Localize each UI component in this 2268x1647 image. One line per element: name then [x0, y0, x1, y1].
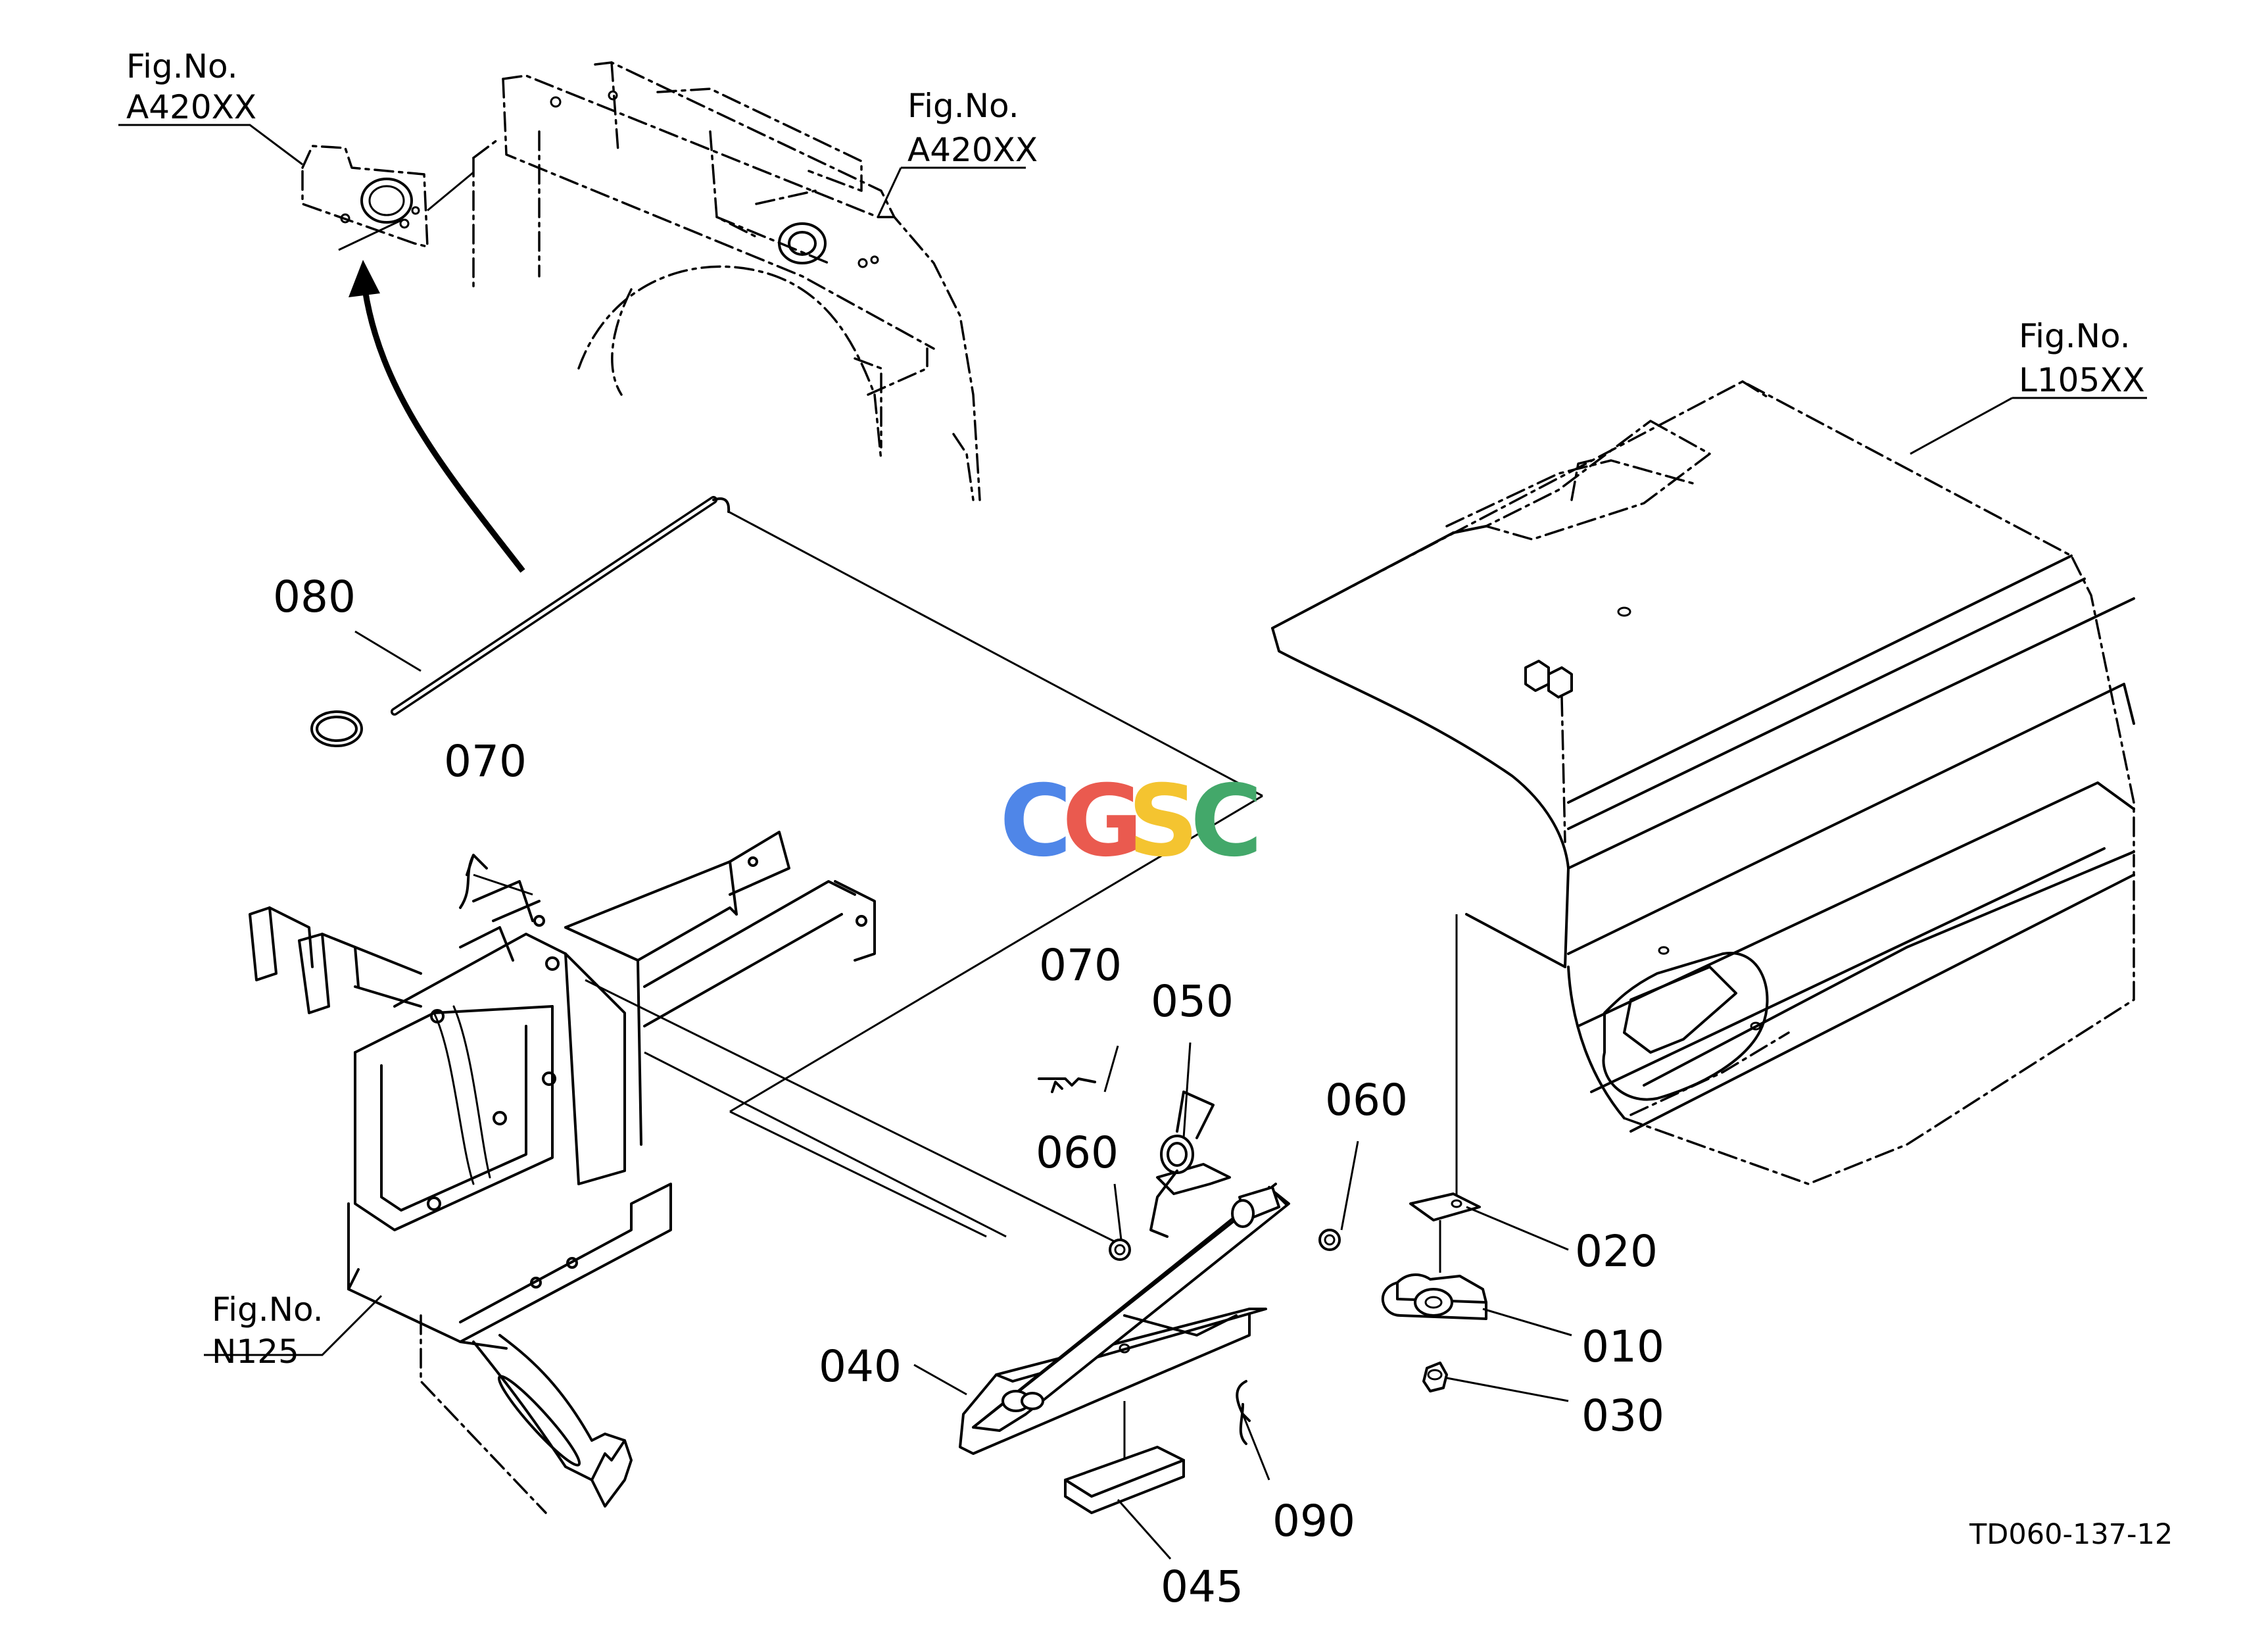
part-label-045: 045: [1161, 1561, 1243, 1612]
watermark-letter-g: G: [1062, 764, 1143, 879]
fig-ref-caption-n125: Fig.No.: [212, 1291, 324, 1329]
assembly-arrow: [349, 260, 525, 573]
part-label-040: 040: [819, 1341, 902, 1392]
pedal-bracket-drawing: [249, 795, 1263, 1514]
fig-ref-caption-a420-top: Fig.No.: [907, 87, 1019, 125]
watermark-letter-c2: C: [1190, 764, 1263, 879]
watermark: C G S C: [1000, 764, 1263, 879]
fig-ref-code-a420-top: A420XX: [907, 131, 1038, 169]
part-label-070-bracket: 070: [444, 736, 527, 787]
fig-ref-code-a420-left: A420XX: [126, 88, 256, 126]
part-label-080: 080: [273, 572, 356, 622]
part-label-020: 020: [1575, 1226, 1658, 1277]
pedal-parts-drawing: [959, 1077, 1487, 1514]
watermark-letter-c1: C: [1000, 764, 1072, 879]
hood-drawing: [1271, 380, 2135, 1197]
leader-lines: [118, 124, 2147, 1560]
fig-ref-caption-a420-left: Fig.No.: [126, 47, 238, 86]
fender-frame-drawing: [472, 61, 981, 501]
part-label-050: 050: [1151, 976, 1234, 1027]
part-labels: 080 070 070 050 060 060 020 010 030 040 …: [273, 572, 1664, 1612]
part-label-090: 090: [1272, 1496, 1355, 1546]
part-label-030: 030: [1581, 1390, 1664, 1441]
figure-references: Fig.No. A420XX Fig.No. A420XX Fig.No. L1…: [126, 47, 2145, 1371]
drawing-code: TD060-137-12: [1969, 1518, 2173, 1551]
part-label-060-left: 060: [1036, 1127, 1119, 1178]
detached-bracket-drawing: [301, 145, 474, 251]
fig-ref-code-n125: N125: [212, 1333, 299, 1371]
part-label-060-right: 060: [1325, 1075, 1408, 1125]
fig-ref-code-l105: L105XX: [2019, 361, 2145, 399]
part-label-070-pin: 070: [1039, 940, 1122, 991]
part-label-010: 010: [1581, 1321, 1664, 1372]
fig-ref-caption-l105: Fig.No.: [2019, 317, 2131, 355]
watermark-letter-s: S: [1128, 764, 1199, 879]
rod-080: [310, 496, 1263, 797]
